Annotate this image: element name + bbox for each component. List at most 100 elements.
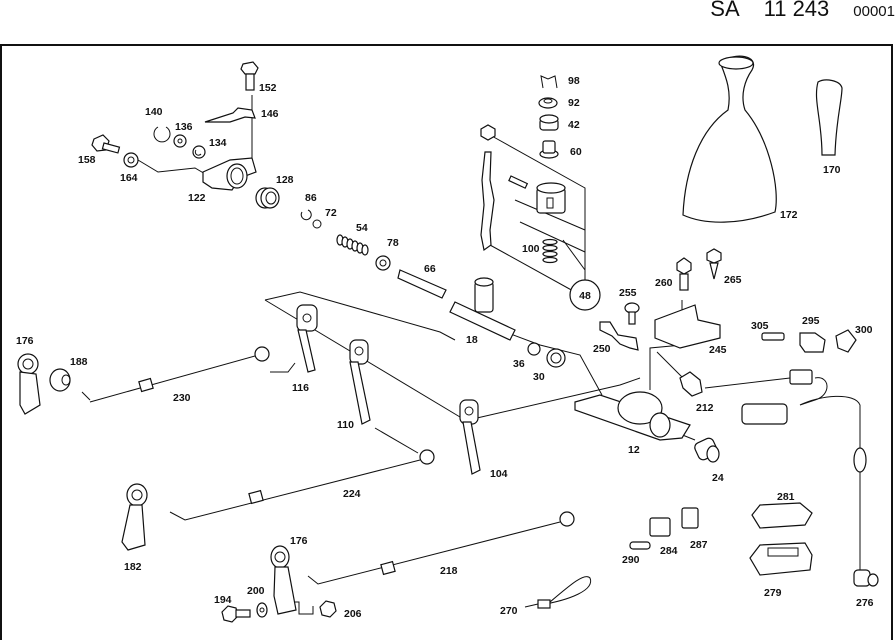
spring-icon (542, 238, 558, 264)
part-label-98[interactable]: 98 (568, 75, 580, 87)
header-group-number: 11 243 (763, 0, 830, 21)
part-label-100[interactable]: 100 (522, 243, 540, 255)
clip-icon (681, 507, 699, 529)
part-label-110[interactable]: 110 (337, 419, 354, 431)
part-label-170[interactable]: 170 (823, 164, 841, 176)
lever-icon (459, 399, 481, 475)
part-label-255[interactable]: 255 (619, 287, 637, 299)
part-label-200[interactable]: 200 (247, 585, 265, 597)
rubber-bushing-icon (49, 368, 71, 392)
part-label-158[interactable]: 158 (78, 154, 96, 166)
part-label-212[interactable]: 212 (696, 402, 714, 414)
part-label-300[interactable]: 300 (855, 324, 873, 336)
part-label-128[interactable]: 128 (276, 174, 294, 186)
pin-icon (508, 175, 529, 189)
hex-bolt-icon (221, 605, 251, 623)
bracket-icon (202, 157, 257, 191)
callout-circle (569, 279, 601, 311)
cover-plate-icon (654, 304, 721, 349)
part-label-176b[interactable]: 176 (290, 535, 308, 547)
circlip-icon (153, 126, 171, 143)
part-label-188[interactable]: 188 (70, 356, 88, 368)
shift-boot-icon (682, 55, 777, 223)
circlip-icon (300, 209, 312, 221)
holder-icon (749, 542, 813, 576)
hex-bolt-icon (240, 61, 259, 91)
washer-icon (256, 602, 268, 618)
part-label-305[interactable]: 305 (751, 320, 769, 332)
bushing-icon (694, 437, 720, 463)
lever-icon (270, 545, 297, 615)
part-label-276[interactable]: 276 (856, 597, 874, 609)
part-label-72[interactable]: 72 (325, 207, 337, 219)
part-label-60[interactable]: 60 (570, 146, 582, 158)
part-label-218[interactable]: 218 (440, 565, 458, 577)
part-label-224[interactable]: 224 (343, 488, 361, 500)
part-label-290[interactable]: 290 (622, 554, 640, 566)
part-label-24[interactable]: 24 (712, 472, 724, 484)
leader-lines (137, 95, 791, 615)
part-label-18[interactable]: 18 (466, 334, 478, 346)
part-label-250[interactable]: 250 (593, 343, 611, 355)
part-label-164[interactable]: 164 (120, 172, 138, 184)
spring-clip-icon (204, 107, 256, 123)
part-label-36[interactable]: 36 (513, 358, 525, 370)
plug-icon (527, 342, 541, 356)
part-label-284[interactable]: 284 (660, 545, 678, 557)
part-label-270[interactable]: 270 (500, 605, 518, 617)
bracket-plate-icon (599, 321, 639, 351)
nut-icon (539, 140, 559, 159)
clip-washer-icon (192, 145, 206, 159)
callout-label: 48 (579, 290, 591, 302)
part-label-281[interactable]: 281 (777, 491, 795, 503)
hex-bolt-icon (676, 257, 692, 291)
part-label-86[interactable]: 86 (305, 192, 317, 204)
ring-icon (312, 219, 322, 229)
shift-housing-icon (574, 391, 691, 441)
part-label-134[interactable]: 134 (209, 137, 227, 149)
clip-icon (540, 75, 558, 89)
part-label-260[interactable]: 260 (655, 277, 673, 289)
part-label-104[interactable]: 104 (490, 468, 508, 480)
part-label-172[interactable]: 172 (780, 209, 798, 221)
washer-icon (538, 97, 558, 109)
diagram-header: SA 11 243 00001 (710, 0, 895, 26)
bushing-icon (536, 182, 566, 214)
part-label-295[interactable]: 295 (802, 315, 820, 327)
part-label-230[interactable]: 230 (173, 392, 191, 404)
part-label-116[interactable]: 116 (292, 382, 309, 394)
part-label-30[interactable]: 30 (533, 371, 545, 383)
cover-icon (751, 502, 813, 529)
part-label-12[interactable]: 12 (628, 444, 640, 456)
part-labels: 152 146 140 136 134 158 164 122 128 86 7… (16, 75, 874, 620)
wiring-harness-icon (741, 369, 879, 587)
part-label-152[interactable]: 152 (259, 82, 277, 94)
switch-icon (679, 371, 703, 397)
part-label-176[interactable]: 176 (16, 335, 34, 347)
part-label-194[interactable]: 194 (214, 594, 232, 606)
screw-icon (624, 302, 640, 325)
part-label-54[interactable]: 54 (356, 222, 368, 234)
part-label-287[interactable]: 287 (690, 539, 708, 551)
part-label-206[interactable]: 206 (344, 608, 362, 620)
lever-icon (296, 304, 318, 373)
part-label-122[interactable]: 122 (188, 192, 206, 204)
nut-icon (480, 124, 496, 141)
part-label-66[interactable]: 66 (424, 263, 436, 275)
part-label-245[interactable]: 245 (709, 344, 727, 356)
lever-icon (17, 353, 41, 415)
part-label-182[interactable]: 182 (124, 561, 142, 573)
part-label-146[interactable]: 146 (261, 108, 279, 120)
part-label-42[interactable]: 42 (568, 119, 580, 131)
part-label-92[interactable]: 92 (568, 97, 580, 109)
seal-ring-icon (546, 348, 566, 368)
part-label-279[interactable]: 279 (764, 587, 782, 599)
nut-icon (319, 600, 337, 618)
part-label-78[interactable]: 78 (387, 237, 399, 249)
bulb-icon (629, 541, 651, 550)
part-label-265[interactable]: 265 (724, 274, 742, 286)
pin-icon (397, 269, 447, 299)
part-label-136[interactable]: 136 (175, 121, 193, 133)
part-label-140[interactable]: 140 (145, 106, 163, 118)
